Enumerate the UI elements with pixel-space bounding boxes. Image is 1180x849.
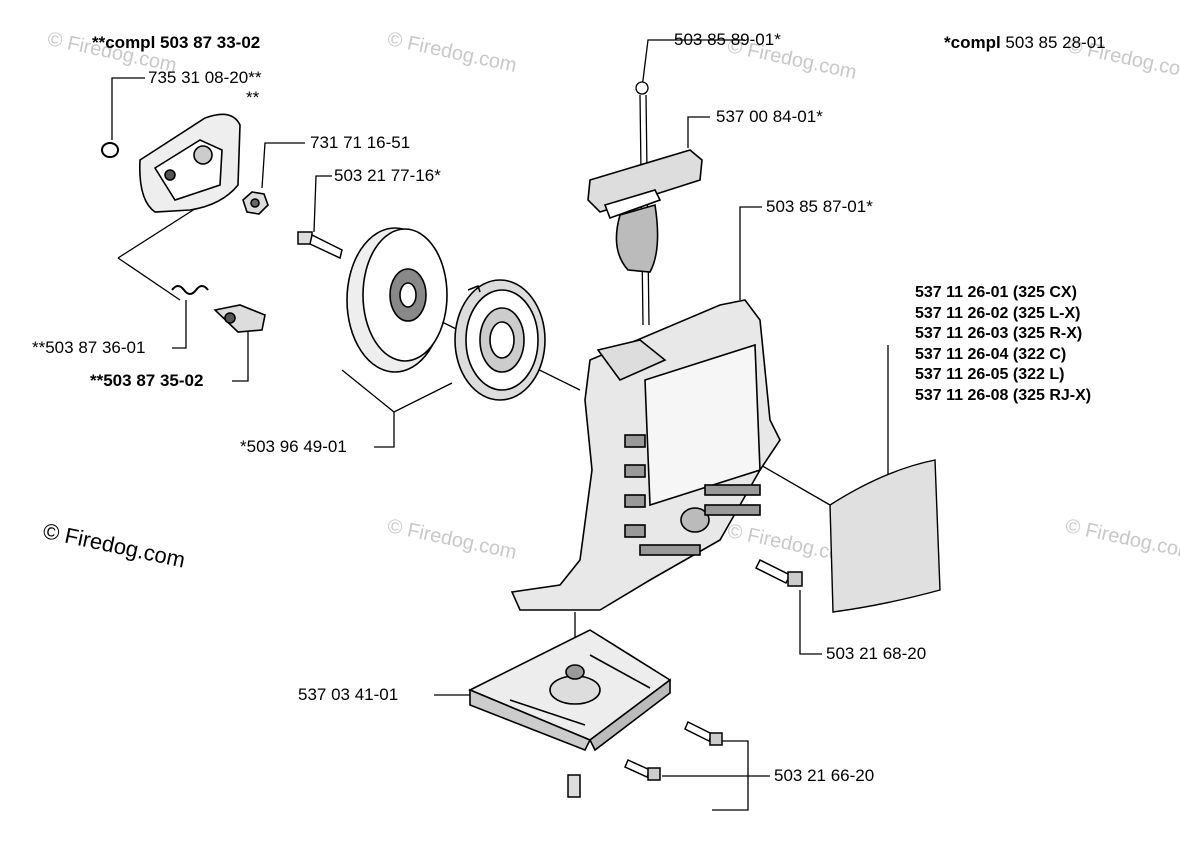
bottom-plate-part [468,629,672,752]
part-label-503-21-77: 503 21 77-16* [334,166,441,185]
leader-503-21-66-a [720,740,770,777]
decal-list-item: 537 11 26-02 (325 L-X) [915,304,1081,322]
header-left-prefix: **compl [92,33,156,52]
part-label-503-85-89: 503 85 89-01* [674,30,781,49]
bolt-part [297,231,343,260]
leader-503-21-77 [313,175,332,233]
spring-part [171,285,209,295]
part-label-735-31: 735 31 08-20** [148,68,262,87]
decal-part-list: 537 11 26-01 (325 CX) 537 11 26-02 (325 … [915,283,1091,406]
starter-pulley-part [346,227,448,373]
part-label-503-87-36: **503 87 36-01 [32,338,146,357]
bracket-starter-pulley [341,369,453,413]
plate-screw-2-part [624,759,661,781]
leader-503-21-68 [799,590,822,655]
part-label-star2: ** [246,88,260,107]
part-label-503-96-49: *503 96 49-01 [240,437,347,456]
part-label-503-87-35: **503 87 35-02 [90,371,204,390]
leader-537-00-84 [687,116,710,148]
recoil-spring-part [454,279,546,401]
leader-503-85-89 [641,39,745,89]
leader-503-87-35 [232,330,249,382]
part-label-503-85-87: 503 85 87-01* [766,197,873,216]
starter-handle-part [587,149,703,273]
header-right-prefix: *compl [944,33,1001,52]
part-label-503-21-68: 503 21 68-20 [826,644,927,663]
plate-screw-1-part [684,720,723,746]
decal-list-item: 537 11 26-08 (325 RJ-X) [915,386,1092,404]
leader-503-87-36 [172,300,187,349]
part-label-537-03-41: 537 03 41-01 [298,685,399,704]
header-left-number: 503 87 33-02 [160,33,261,52]
decal-list-item: 537 11 26-03 (325 R-X) [915,325,1083,342]
header-right: *compl 503 85 28-01 [944,33,1106,53]
part-label-731-71: 731 71 16-51 [310,133,411,152]
housing-screw-part [754,558,803,587]
leader-731-71 [261,142,305,189]
axis-spring [117,257,181,301]
starter-cover-part [138,113,241,213]
leader-503-96-49 [374,412,395,448]
decal-list-item: 537 11 26-01 (325 CX) [915,284,1077,301]
washer-part [101,142,119,158]
decal-list-item: 537 11 26-05 (322 L) [915,366,1065,383]
leader-735-31 [111,77,145,140]
leader-503-21-66-b [712,776,749,811]
part-label-537-00-84: 537 00 84-01* [716,107,823,126]
nut-part [242,191,269,215]
header-left: **compl 503 87 33-02 [92,33,260,53]
decal-list-item: 537 11 26-04 (322 C) [915,345,1067,363]
leader-503-85-87 [739,206,762,300]
starter-housing-part [510,299,781,611]
pawl-part [213,304,266,333]
decal-part [829,459,941,613]
header-right-number: 503 85 28-01 [1005,33,1106,52]
part-label-503-21-66: 503 21 66-20 [774,766,875,785]
plate-pin-part [567,774,581,798]
